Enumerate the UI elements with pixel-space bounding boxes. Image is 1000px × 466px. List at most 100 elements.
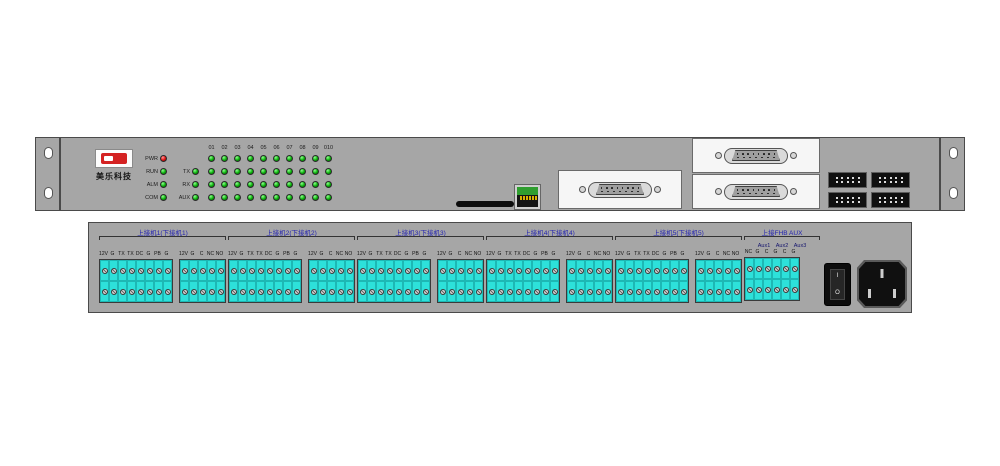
terminal-cell [376, 281, 385, 302]
terminal-screw [110, 267, 117, 274]
status-led-cell: ALM [141, 181, 173, 188]
terminal-label: G [293, 251, 298, 257]
grid-led [208, 194, 215, 201]
terminal-cell [438, 281, 447, 302]
terminal-cell [732, 281, 741, 302]
terminal-column [616, 260, 625, 302]
terminal-cell [514, 281, 523, 302]
terminal-cell [247, 260, 256, 281]
terminal-screw [706, 288, 713, 295]
grid-led-cell [322, 155, 335, 162]
terminal-label: NC [722, 251, 731, 257]
terminal-label: G [791, 249, 796, 255]
terminal-column [532, 260, 541, 302]
db15-connector-1 [579, 181, 661, 199]
terminal-column [274, 260, 283, 302]
terminal-cell [318, 260, 327, 281]
terminal-label: 12V [308, 251, 317, 257]
db15-pin-row [597, 190, 643, 192]
terminal-screw [266, 288, 273, 295]
terminal-label: PB [541, 251, 548, 257]
status-led [192, 181, 199, 188]
terminal-screw [257, 288, 264, 295]
db15-pin [747, 189, 749, 191]
terminal-screw [773, 286, 780, 293]
terminal-column [127, 260, 136, 302]
db15-pin [773, 189, 776, 191]
terminal-column [376, 260, 385, 302]
db15-screw [790, 188, 797, 195]
terminal-label: TX [505, 251, 512, 257]
terminal-group-bracket [744, 236, 820, 240]
db15-pin [773, 153, 776, 155]
terminal-group-bracket [486, 236, 613, 240]
terminal-cell [376, 260, 385, 281]
terminal-cell [292, 260, 301, 281]
grid-led-cell [283, 155, 296, 162]
terminal-screw-block [695, 259, 742, 303]
grid-led-cell [244, 155, 257, 162]
terminal-label: C [199, 251, 204, 257]
terminal-screw [275, 288, 282, 295]
terminal-screw-block [99, 259, 173, 303]
db15-plate-bottom-right [692, 174, 820, 209]
grid-led-cell [257, 194, 270, 201]
terminal-screw [506, 288, 513, 295]
db15-pin [743, 156, 745, 158]
terminal-column [358, 260, 367, 302]
db15-pin [749, 192, 751, 194]
terminal-label: NO [473, 251, 482, 257]
terminal-cell [732, 260, 741, 281]
db15-plate-top-right [692, 138, 820, 173]
terminal-cell [118, 281, 127, 302]
terminal-screw [386, 267, 393, 274]
terminal-column [198, 260, 207, 302]
db15-pin-row [733, 192, 779, 194]
terminal-cell [670, 260, 679, 281]
terminal-screw [239, 267, 246, 274]
db15-pin [611, 187, 613, 189]
power-pin-ground [880, 269, 884, 278]
terminal-cell [567, 260, 576, 281]
aux-pin [889, 181, 892, 184]
terminal-column [541, 260, 550, 302]
terminal-column [550, 260, 559, 302]
terminal-screw [662, 267, 669, 274]
terminal-screw [119, 288, 126, 295]
db15-pin [736, 153, 739, 155]
grid-led [234, 194, 241, 201]
grid-led-cell [270, 168, 283, 175]
grid-led [221, 155, 228, 162]
terminal-screw [653, 267, 660, 274]
terminal-cell [634, 260, 643, 281]
terminal-column [505, 260, 514, 302]
terminal-label: G [706, 251, 711, 257]
ethernet-port-opening [517, 187, 538, 207]
terminal-cell [496, 281, 505, 302]
aux-pin-row [875, 176, 906, 179]
terminal-screw [230, 267, 237, 274]
terminal-label: DC [264, 251, 273, 257]
terminal-label: NC [593, 251, 602, 257]
terminal-screw-block [228, 259, 302, 303]
terminal-label: DC [393, 251, 402, 257]
ethernet-pin [529, 196, 531, 200]
terminal-screw-block [615, 259, 689, 303]
terminal-screw [764, 286, 771, 293]
grid-led [208, 181, 215, 188]
terminal-label: G [368, 251, 373, 257]
aux-pin [852, 176, 854, 179]
db15-connector-3 [715, 183, 797, 201]
terminal-screw [782, 286, 789, 293]
status-led-cell: RX [173, 181, 205, 188]
status-led [160, 181, 167, 188]
terminal-cell [336, 281, 345, 302]
terminal-label: NC [744, 249, 753, 255]
terminal-screw [515, 288, 522, 295]
terminal-label: G [239, 251, 244, 257]
terminal-screw [337, 288, 344, 295]
